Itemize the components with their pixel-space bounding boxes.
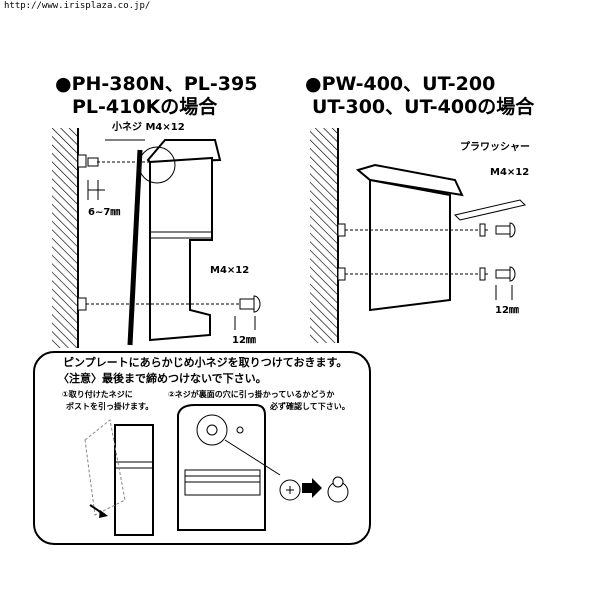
- step1-line1: ①取り付けたネジに: [62, 389, 133, 399]
- left-gap-label: 6~7㎜: [88, 207, 120, 218]
- left-mailbox-diagram: [52, 128, 261, 348]
- step1-line2: ポストを引っ掛けます。: [66, 401, 153, 411]
- right-mailbox-diagram: [310, 128, 526, 343]
- left-screw-label: 小ネジ M4×12: [111, 120, 185, 133]
- note-line2: 〈注意〉最後まで締めつけないで下さい。: [58, 371, 267, 385]
- step2-line1: ②ネジが裏面の穴に引っ掛かっているかどうか: [168, 389, 334, 399]
- right-washer-label: プラワッシャー: [460, 140, 530, 153]
- right-title-line1: ●PW-400、UT-200: [305, 73, 495, 95]
- left-title-line1: ●PH-380N、PL-395: [55, 73, 257, 95]
- left-length-label: 12㎜: [232, 335, 256, 346]
- step1-illustration: [84, 419, 154, 536]
- right-screw-label: M4×12: [490, 167, 529, 178]
- note-line1: ピンプレートにあらかじめ小ネジを取りつけておきます。: [63, 355, 347, 369]
- url-text: http://www.irisplaza.co.jp/: [4, 1, 151, 11]
- right-title-line2: UT-300、UT-400の場合: [312, 95, 535, 118]
- right-length-label: 12㎜: [495, 305, 519, 316]
- left-screw-label2: M4×12: [210, 265, 249, 276]
- left-title-line2: PL-410Kの場合: [72, 95, 218, 118]
- step2-illustration: [177, 404, 349, 531]
- step2-line2: 必ず確認して下さい。: [269, 401, 350, 411]
